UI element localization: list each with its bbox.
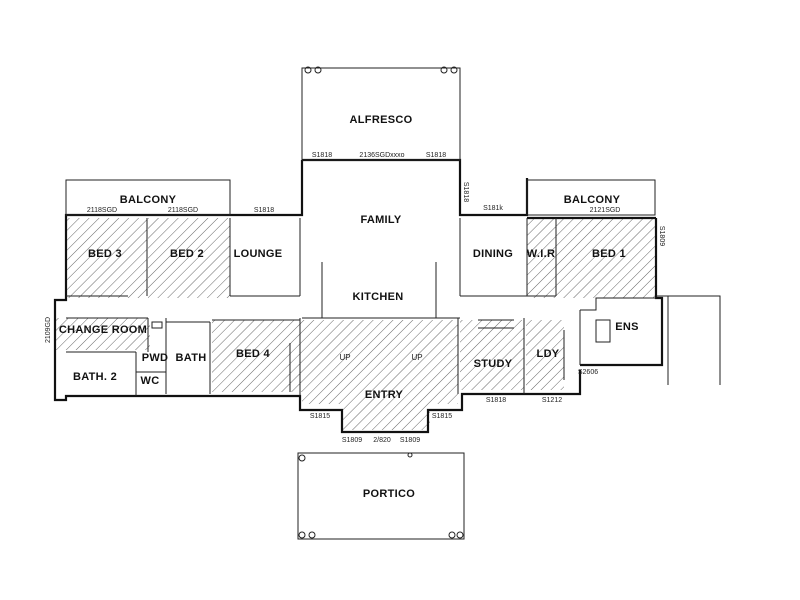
label-portico: PORTICO [363,488,415,500]
dim-portico-right: S1809 [400,437,420,444]
label-entry: ENTRY [365,389,404,401]
label-dining: DINING [473,248,513,260]
dim-ens-win: S2606 [578,369,598,376]
dim-bed1-side: S1809 [658,226,665,246]
dim-alfresco-left: S1818 [312,152,332,159]
label-balcony-right: BALCONY [564,194,621,206]
room-labels: ALFRESCO BALCONY BALCONY FAMILY BED 3 BE… [59,114,639,500]
dim-portico-left: S1809 [342,437,362,444]
label-up-left: UP [339,353,350,362]
outdoor-structures [65,66,721,540]
dim-bal-right: 2121SGD [590,207,621,214]
label-ens: ENS [615,321,639,333]
label-bed2: BED 2 [170,248,204,260]
dim-alfresco-right: S1818 [426,152,446,159]
dim-study-bottom: S1818 [486,397,506,404]
label-up-right: UP [411,353,422,362]
label-lounge: LOUNGE [234,248,283,260]
dim-bal-left-2: 2118SGD [168,207,198,214]
label-bath2: BATH. 2 [73,371,117,383]
label-wc: WC [141,375,160,387]
label-wir: W.I.R [527,248,555,260]
dim-entry-left: S1815 [310,413,330,420]
label-balcony-left: BALCONY [120,194,177,206]
dim-alfresco-center: 2136SGDxxxo [359,152,404,159]
label-bed4: BED 4 [236,348,270,360]
dimension-labels: S1818 2136SGDxxxo S1818 S1818 2118SGD 21… [45,152,665,444]
dim-entry-right: S1815 [432,413,452,420]
dim-family-side: S1818 [462,182,469,202]
label-bed1: BED 1 [592,248,626,260]
dim-bal-left-1: 2118SGD [87,207,117,214]
dim-lounge-top: S1818 [254,207,274,214]
dim-portico-center: 2/820 [373,437,391,444]
dim-ldy-bottom: S1212 [542,397,562,404]
label-change-room: CHANGE ROOM [59,324,147,336]
label-study: STUDY [474,358,513,370]
label-bed3: BED 3 [88,248,122,260]
label-family: FAMILY [360,214,401,226]
label-ldy: LDY [537,348,560,360]
label-bath: BATH [176,352,207,364]
dim-left-side: 2109GD [45,317,52,343]
label-pwd: PWD [142,352,169,364]
dim-dining-top: S181k [483,205,503,212]
hatched-areas [55,218,655,430]
label-kitchen: KITCHEN [353,291,404,303]
label-alfresco: ALFRESCO [350,114,413,126]
